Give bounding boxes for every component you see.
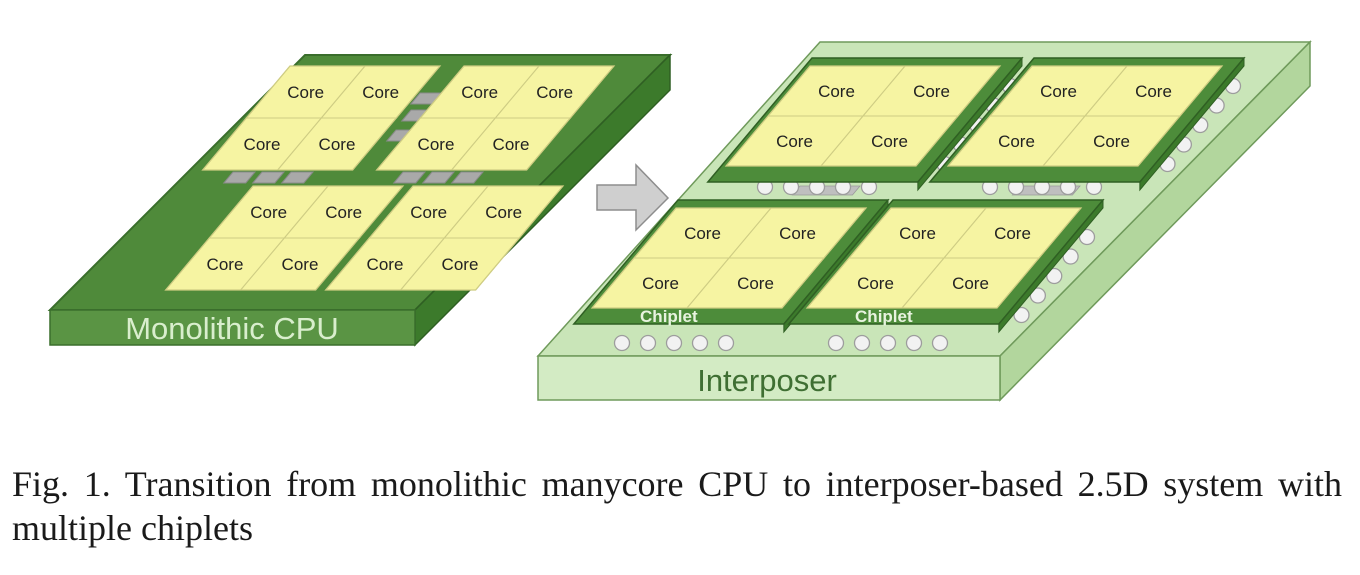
core-cell: [399, 237, 521, 291]
core-label: Core: [493, 135, 530, 154]
core-label: Core: [410, 203, 447, 222]
core-cell: [685, 257, 826, 309]
micro-bump: [931, 334, 949, 352]
core-label: Core: [952, 274, 989, 293]
micro-bump: [1046, 267, 1063, 285]
core-label: Core: [779, 224, 816, 243]
core-label: Core: [461, 83, 498, 102]
micro-bump: [1029, 287, 1047, 304]
core-label: Core: [871, 132, 908, 151]
core-label: Core: [244, 135, 281, 154]
core-label: Core: [913, 82, 950, 101]
interconnect-link: [251, 171, 286, 184]
transition-arrow-icon: [596, 163, 670, 232]
core-label: Core: [684, 224, 721, 243]
monolithic-cpu-front-face: [49, 309, 416, 346]
core-label: Core: [857, 274, 894, 293]
chiplet-label: Chiplet: [855, 307, 913, 326]
core-label: Core: [776, 132, 813, 151]
core-label: Core: [319, 135, 356, 154]
interconnect-link: [450, 171, 485, 184]
core-label: Core: [207, 255, 244, 274]
core-cell: [900, 257, 1041, 309]
core-label: Core: [737, 274, 774, 293]
core-label: Core: [998, 132, 1035, 151]
interconnect-link: [222, 171, 257, 184]
core-label: Core: [485, 203, 522, 222]
core-cell: [1041, 115, 1182, 167]
interposer-label: Interposer: [697, 363, 837, 398]
interconnect-link: [280, 171, 315, 184]
core-label: Core: [1093, 132, 1130, 151]
core-label: Core: [642, 274, 679, 293]
micro-bump: [665, 334, 683, 352]
core-cell: [819, 115, 960, 167]
core-cell: [450, 117, 572, 171]
core-label: Core: [418, 135, 455, 154]
monolithic-cpu-label: Monolithic CPU: [125, 311, 339, 346]
chiplet-label: Chiplet: [640, 307, 698, 326]
figure-caption: Fig. 1. Transition from monolithic manyc…: [12, 464, 1342, 548]
interconnect-link: [392, 171, 427, 184]
core-cell: [276, 117, 398, 171]
micro-bump: [827, 334, 845, 352]
core-label: Core: [287, 83, 324, 102]
micro-bump: [1013, 306, 1030, 324]
core-cell: [239, 237, 361, 291]
micro-bump: [717, 334, 735, 352]
micro-bump: [613, 334, 631, 352]
core-label: Core: [1135, 82, 1172, 101]
core-label: Core: [250, 203, 287, 222]
core-label: Core: [362, 83, 399, 102]
core-label: Core: [818, 82, 855, 101]
micro-bump: [853, 334, 871, 352]
core-label: Core: [325, 203, 362, 222]
micro-bump: [639, 334, 657, 352]
core-label: Core: [282, 255, 319, 274]
interconnect-link: [421, 171, 456, 184]
micro-bump: [1062, 248, 1079, 265]
micro-bump: [905, 334, 923, 352]
micro-bump: [691, 334, 709, 352]
core-label: Core: [1040, 82, 1077, 101]
core-label: Core: [994, 224, 1031, 243]
micro-bump: [1078, 228, 1096, 246]
core-label: Core: [367, 255, 404, 274]
core-label: Core: [536, 83, 573, 102]
micro-bump: [879, 334, 897, 352]
interposer-front-face: [537, 355, 1001, 401]
core-label: Core: [899, 224, 936, 243]
core-label: Core: [442, 255, 479, 274]
